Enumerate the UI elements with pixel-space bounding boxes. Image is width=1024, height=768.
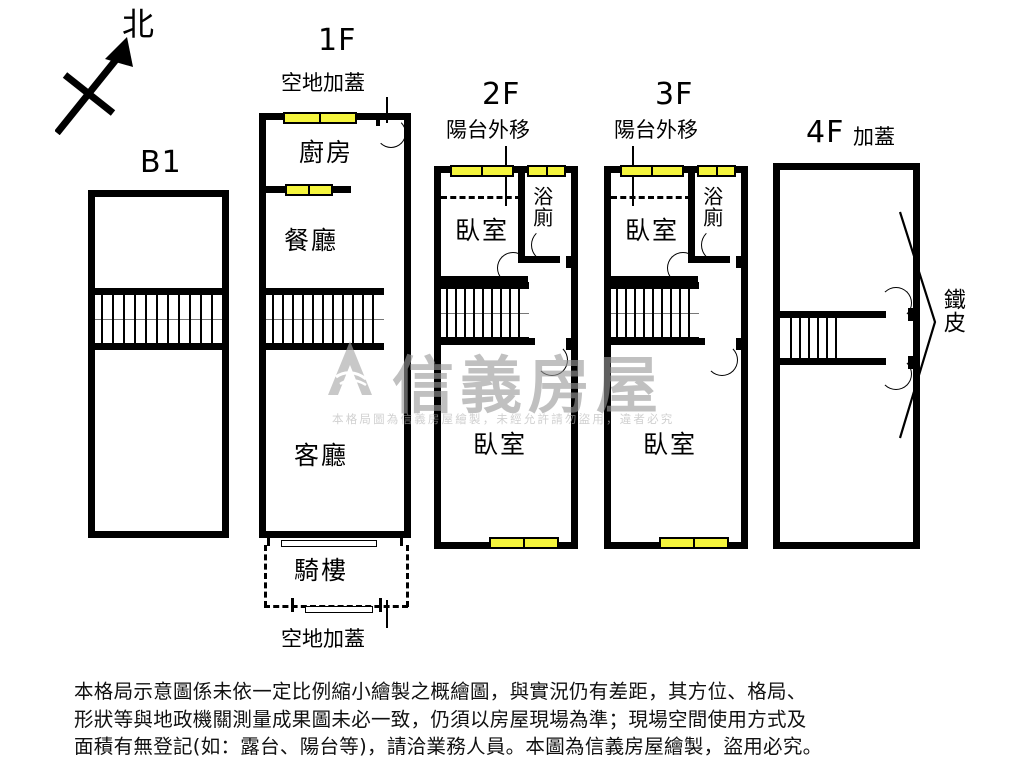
compass-north-label: 北 [122,5,156,43]
door-swing-2f-bathroom[interactable] [531,228,565,262]
door-swing-3f-bedroom-upper[interactable] [667,252,699,284]
room-label-1f-living: 客廳 [294,441,349,470]
door-swing-2f-bedroom-lower[interactable] [536,344,568,376]
room-label-1f-arcade: 騎樓 [294,556,349,585]
doorjamb-3f-lower-right [736,338,741,350]
disclaimer-text: 本格局示意圖係未依一定比例縮小繪製之概繪圖，與實況仍有差距，其方位、格局、 形狀… [74,678,954,761]
leader-1f-bottom [386,600,388,628]
note-3f-balcony: 陽台外移 [614,118,698,142]
doorjamb-1f-entry [376,113,380,126]
disclaimer-line-3: 面積有無登記(如：露台、陽台等)，請洽業務人員。本圖為信義房屋繪製，盜用必究。 [74,735,823,759]
door-swing-2f-bedroom-upper[interactable] [497,252,529,284]
wall-2f-bathroom-left [518,166,525,263]
floor-tag-4f-suffix: 加蓋 [853,125,895,149]
room-label-2f-bedroom-upper: 臥室 [455,216,510,245]
arcade-dash-left [264,545,267,607]
window-2f-bathroom-top [527,165,566,177]
room-label-1f-dining: 餐廳 [284,226,339,255]
slide-nub-arcade-right [379,598,382,612]
window-3f-bedroom-top [620,165,684,177]
note-1f-bottom: 空地加蓋 [281,627,365,651]
balcony-dash-2f [441,196,521,199]
wall-3f-hall-top [604,276,698,283]
north-arrow-icon [54,37,133,136]
floor-tag-1f: 1F [318,23,357,58]
sliding-door-arcade[interactable] [305,606,373,613]
room-label-3f-bathroom: 浴廁 [699,186,724,228]
door-swing-1f-entry[interactable] [376,118,406,148]
floor-tag-3f: 3F [655,77,694,112]
room-label-3f-bedroom-lower: 臥室 [643,430,698,459]
door-swing-4f-lower[interactable] [880,358,912,390]
room-label-2f-bathroom: 浴廁 [529,186,554,228]
leader-1f-top [386,97,388,123]
window-1f-kitchen-lower [285,184,333,196]
window-3f-bedroom-bottom [659,537,729,549]
arcade-dash-right [406,545,409,607]
slide-nub-1f-left [267,532,270,546]
floor-tag-2f: 2F [482,77,521,112]
compass-rose [54,5,185,136]
window-3f-bathroom-top [697,165,736,177]
room-label-1f-kitchen: 廚房 [299,138,354,167]
doorjamb-4f-lower [908,356,913,369]
window-1f-kitchen-top [283,112,357,124]
door-swing-3f-bedroom-lower[interactable] [706,344,738,376]
floor-tag-4f: 4F [806,115,845,150]
doorjamb-2f-bath-right [566,256,571,268]
balcony-dash-3f [611,196,691,199]
floor-tag-b1: B1 [140,145,182,180]
wall-4f-stair-bottom [773,358,886,365]
staircase-2f [441,282,529,344]
doorjamb-4f-upper [908,308,913,321]
staircase-3f [611,282,699,344]
wall-4f-stair-top [773,311,886,318]
doorjamb-2f-lower-right [566,338,571,350]
wall-3f-hall-bottom [611,338,705,345]
wall-2f-hall-top [434,276,528,283]
room-label-3f-bedroom-upper: 臥室 [625,216,680,245]
staircase-b1 [95,288,222,350]
metal-sheet-bracket-icon [898,211,937,439]
wall-2f-hall-bottom [441,338,535,345]
note-1f-top: 空地加蓋 [281,71,365,95]
door-swing-4f-upper[interactable] [880,287,912,319]
window-2f-bedroom-top [450,165,514,177]
staircase-1f [266,288,384,350]
staircase-4f [786,318,842,358]
disclaimer-line-2: 形狀等與地政機關測量成果圖未必一致，仍須以房屋現場為準；現場空間使用方式及 [74,707,807,731]
window-2f-bedroom-bottom [489,537,559,549]
slide-nub-arcade-left [291,598,294,612]
floor-outline-4f [773,163,920,549]
note-4f-metal-sheet: 鐵皮 [939,288,965,334]
wall-1f-top-right [357,113,379,120]
note-2f-balcony: 陽台外移 [446,118,530,142]
floor-outline-b1 [88,190,229,538]
sliding-door-1f-front[interactable] [281,540,377,547]
wall-3f-bathroom-left [688,166,695,263]
disclaimer-line-1: 本格局示意圖係未依一定比例縮小繪製之概繪圖，與實況仍有差距，其方位、格局、 [74,680,807,703]
door-swing-3f-bathroom[interactable] [701,228,735,262]
room-label-2f-bedroom-lower: 臥室 [473,430,528,459]
doorjamb-3f-bath-right [736,256,741,268]
slide-nub-1f-right [400,532,403,546]
